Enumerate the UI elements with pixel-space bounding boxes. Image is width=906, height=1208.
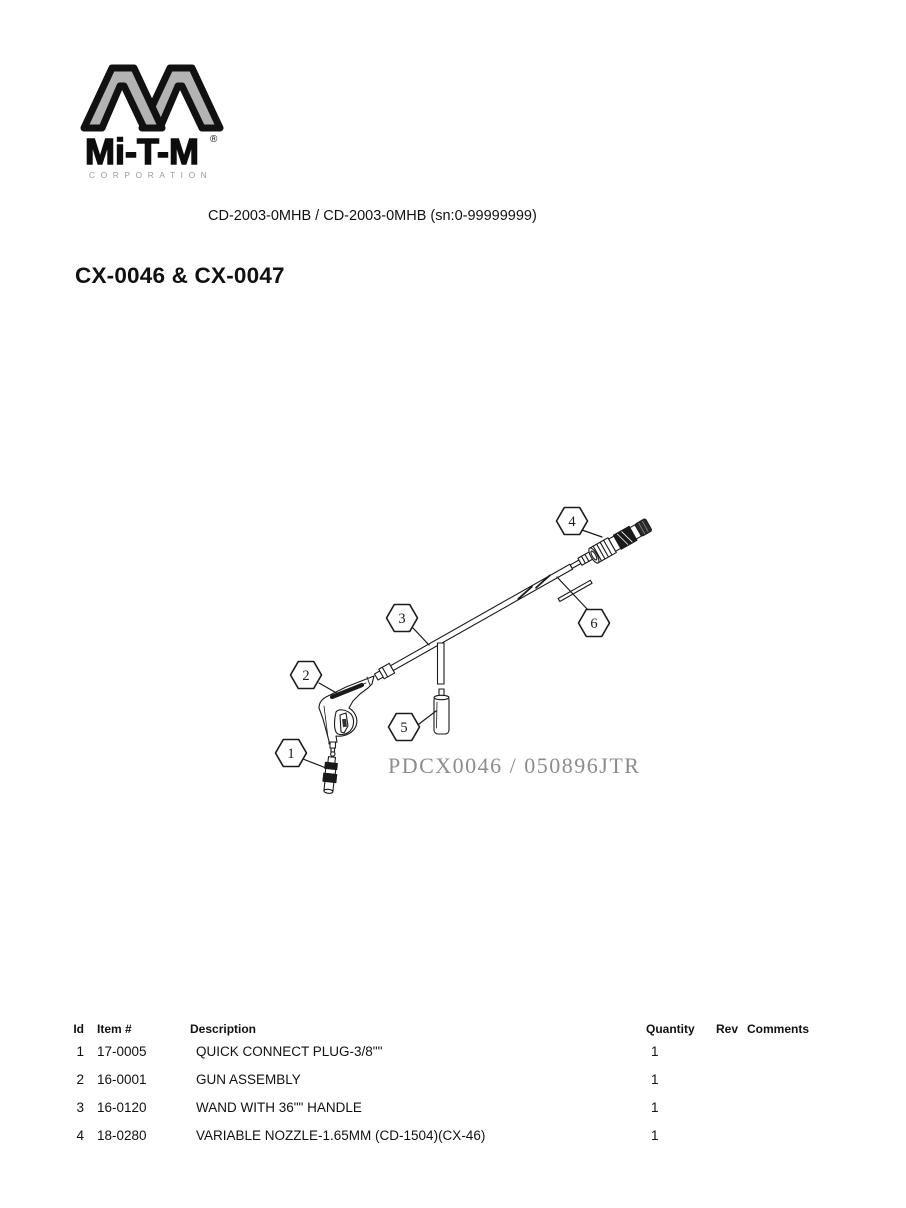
handle-grip-drawing (433, 688, 450, 735)
mitm-logo-brand-text: Mi-T-M (85, 131, 199, 172)
callout-number-5: 5 (400, 720, 407, 736)
callout-leader-lines (302, 529, 603, 769)
table-row: 4 18-0280 VARIABLE NOZZLE-1.65MM (CD-150… (0, 1128, 906, 1150)
callout-number-1: 1 (287, 746, 294, 762)
cell-item: 17-0005 (97, 1044, 147, 1059)
table-row: 3 16-0120 WAND WITH 36"" HANDLE 1 (0, 1100, 906, 1122)
header-item: Item # (97, 1022, 132, 1036)
mitm-logo-corporation-text: CORPORATION (89, 170, 212, 180)
callout-hexagon-3: 3 (385, 603, 419, 633)
header-id: Id (73, 1022, 84, 1036)
doc-code: CD-2003-0MHB / CD-2003-0MHB (sn:0-999999… (208, 208, 537, 224)
table-row: 2 16-0001 GUN ASSEMBLY 1 (0, 1072, 906, 1094)
cell-id: 1 (76, 1044, 84, 1059)
rod-drawing (557, 579, 593, 603)
exploded-parts-diagram: 1 2 3 4 5 6 PDCX0046 / (274, 506, 652, 794)
callout-number-4: 4 (568, 514, 576, 530)
cell-description: QUICK CONNECT PLUG-3/8"" (196, 1044, 383, 1059)
cell-description: WAND WITH 36"" HANDLE (196, 1100, 362, 1115)
cell-quantity: 1 (651, 1128, 659, 1143)
cell-item: 16-0001 (97, 1072, 147, 1087)
variable-nozzle-drawing (588, 518, 652, 564)
mitm-logo-m-mark (80, 64, 224, 132)
cell-item: 16-0120 (97, 1100, 147, 1115)
callout-hexagon-4: 4 (555, 506, 589, 536)
callout-hexagon-2: 2 (289, 660, 323, 690)
header-quantity: Quantity (646, 1022, 695, 1036)
callout-number-2: 2 (302, 668, 309, 684)
callout-hexagon-5: 5 (387, 712, 421, 742)
header-rev: Rev (716, 1022, 739, 1036)
header-description: Description (190, 1022, 257, 1036)
cell-quantity: 1 (651, 1100, 659, 1115)
gun-drawing (318, 675, 375, 757)
cell-description: GUN ASSEMBLY (196, 1072, 301, 1087)
callout-hexagon-6: 6 (577, 608, 611, 638)
cell-description: VARIABLE NOZZLE-1.65MM (CD-1504)(CX-46) (196, 1128, 486, 1143)
cell-item: 18-0280 (97, 1128, 147, 1143)
callout-hexagon-1: 1 (274, 738, 308, 768)
page-title: CX-0046 & CX-0047 (75, 263, 285, 288)
cell-id: 2 (76, 1072, 84, 1087)
cell-id: 4 (76, 1128, 84, 1143)
cell-quantity: 1 (651, 1044, 659, 1059)
table-row: 1 17-0005 QUICK CONNECT PLUG-3/8"" 1 (0, 1044, 906, 1066)
cell-id: 3 (76, 1100, 84, 1115)
mitm-logo: Mi-T-M ® CORPORATION (80, 64, 224, 180)
callout-number-6: 6 (590, 616, 597, 632)
callout-number-3: 3 (398, 611, 405, 627)
wand-handle-stem (436, 642, 445, 685)
quick-connect-plug-drawing (322, 756, 338, 794)
registered-mark: ® (210, 134, 218, 145)
cell-quantity: 1 (651, 1072, 659, 1087)
parts-table-header-row: Id Item # Description Quantity Rev Comme… (0, 1022, 906, 1044)
diagram-watermark: PDCX0046 / 050896JTR (388, 753, 640, 778)
wand-drawing (373, 551, 594, 681)
header-comments: Comments (747, 1022, 810, 1036)
